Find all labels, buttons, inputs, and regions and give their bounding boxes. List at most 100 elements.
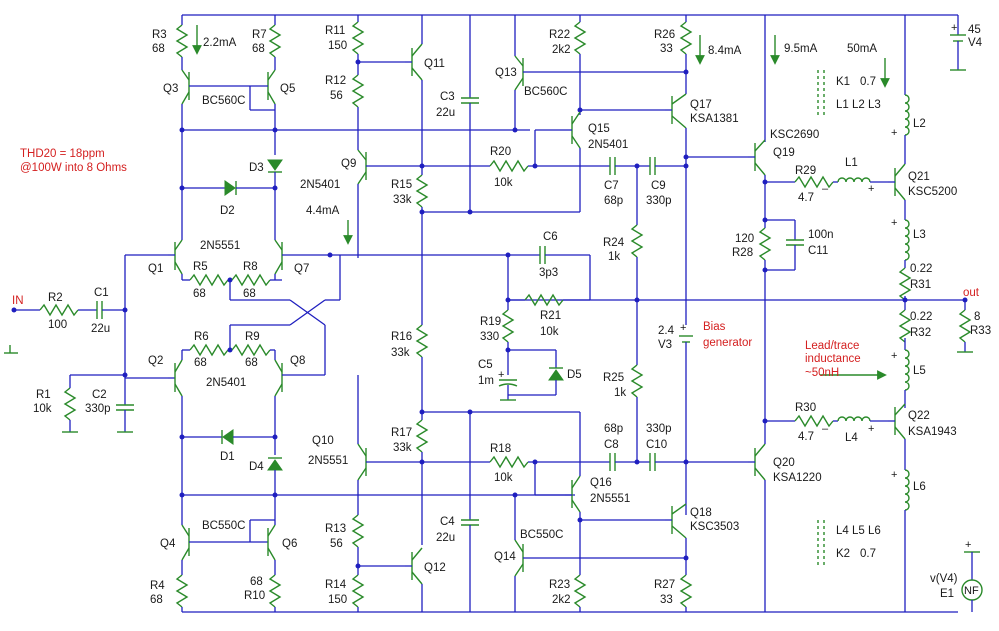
r29-value: 4.7 [798, 192, 814, 204]
l3-plus: + [891, 217, 897, 229]
v3-name: V3 [658, 339, 672, 351]
c4-value: 22u [436, 532, 455, 544]
r21-label: R21 [540, 310, 561, 322]
v3-plus: + [680, 322, 686, 334]
input-stage [168, 15, 575, 612]
feedback-network [498, 246, 591, 401]
current-arrows [192, 25, 890, 380]
q14-label: Q14 [494, 551, 516, 563]
r3-label: R3 [152, 29, 167, 41]
d2-label: D2 [220, 205, 235, 217]
q19-type: KSC2690 [770, 129, 819, 141]
r10-value: 68 [250, 576, 263, 588]
q16-type: 2N5551 [590, 493, 630, 505]
thd-note-line1: THD20 = 18ppm [20, 148, 105, 160]
l6-label: L6 [913, 481, 926, 493]
k1-label: K1 [836, 76, 850, 88]
r18-label: R18 [490, 443, 511, 455]
c3-value: 22u [436, 107, 455, 119]
r25-value: 1k [614, 387, 626, 399]
c6-value: 3p3 [539, 267, 558, 279]
q16-label: Q16 [590, 477, 612, 489]
l1-label: L1 [845, 157, 858, 169]
q14-type: BC550C [520, 529, 563, 541]
q2-label: Q2 [148, 355, 163, 367]
l2-plus: + [891, 127, 897, 139]
e1-name: E1 [940, 588, 954, 600]
c11-label: C11 [808, 245, 828, 257]
r23-label: R23 [549, 579, 570, 591]
r4-value: 68 [150, 594, 163, 606]
k2-value: 0.7 [860, 548, 876, 560]
c8-label: C8 [604, 439, 619, 451]
r30-label: R30 [795, 402, 816, 414]
r33-value: 8 [974, 311, 980, 323]
q10-type: 2N5551 [308, 455, 348, 467]
c7-value: 68p [604, 195, 623, 207]
v3-value: 2.4 [658, 325, 675, 337]
c11-value: 100n [808, 229, 834, 241]
q13-type: BC560C [524, 86, 567, 98]
d3-label: D3 [249, 162, 264, 174]
r29-label: R29 [795, 165, 816, 177]
q18-type: KSC3503 [690, 521, 739, 533]
l5-label: L5 [913, 365, 926, 377]
q18-label: Q18 [690, 507, 712, 519]
l4-label: L4 [845, 432, 858, 444]
q4-type: BC550C [202, 520, 245, 532]
q6-label: Q6 [282, 538, 297, 550]
r18-value: 10k [494, 472, 513, 484]
r3-value: 68 [152, 43, 165, 55]
r14-value: 150 [328, 594, 347, 606]
d4-label: D4 [249, 461, 264, 473]
l5-plus: + [891, 350, 897, 362]
r32-value: 0.22 [910, 311, 932, 323]
e1-plus: + [965, 539, 971, 551]
v4-plus: + [951, 22, 957, 34]
r2-value: 100 [48, 319, 67, 331]
c1-label: C1 [94, 287, 109, 299]
r6-value: 68 [194, 357, 207, 369]
q15-type: 2N5401 [588, 139, 628, 151]
r26-label: R26 [654, 29, 675, 41]
output-stage [748, 15, 983, 612]
c5-label: C5 [478, 359, 493, 371]
q15-label: Q15 [588, 123, 610, 135]
c5-plus: + [498, 369, 504, 381]
r8-label: R8 [243, 261, 258, 273]
r20-label: R20 [490, 146, 511, 158]
r10-label: R10 [244, 590, 265, 602]
r1-value: 10k [33, 403, 52, 415]
r12-value: 56 [330, 90, 343, 102]
q20-label: Q20 [773, 457, 795, 469]
r27-value: 33 [660, 594, 673, 606]
r22-value: 2k2 [552, 44, 571, 56]
input-network [4, 254, 168, 433]
e1-expression: v(V4) [930, 573, 958, 585]
r31-value: 0.22 [910, 263, 932, 275]
r9-label: R9 [245, 331, 260, 343]
r13-value: 56 [330, 538, 343, 550]
q3-type: BC560C [202, 95, 245, 107]
q10-label: Q10 [312, 435, 334, 447]
q1-label: Q1 [148, 263, 163, 275]
c1-value: 22u [91, 323, 110, 335]
r6-label: R6 [194, 331, 209, 343]
v4-name: V4 [968, 37, 983, 49]
current-q19: 9.5mA [784, 43, 818, 55]
q8-label: Q8 [290, 355, 305, 367]
q3-label: Q3 [163, 83, 178, 95]
c7-label: C7 [604, 180, 619, 192]
q4-label: Q4 [160, 538, 176, 550]
c4-label: C4 [440, 516, 455, 528]
l2-label: L2 [913, 118, 926, 130]
r1-label: R1 [36, 389, 51, 401]
q1-type: 2N5551 [200, 240, 240, 252]
c9-label: C9 [651, 180, 666, 192]
vas-stage [351, 15, 610, 612]
q20-type: KSA1220 [773, 472, 822, 484]
l4-minus: – [822, 423, 829, 435]
c8-value: 68p [604, 423, 623, 435]
lead-note-line2: inductance [805, 353, 861, 365]
